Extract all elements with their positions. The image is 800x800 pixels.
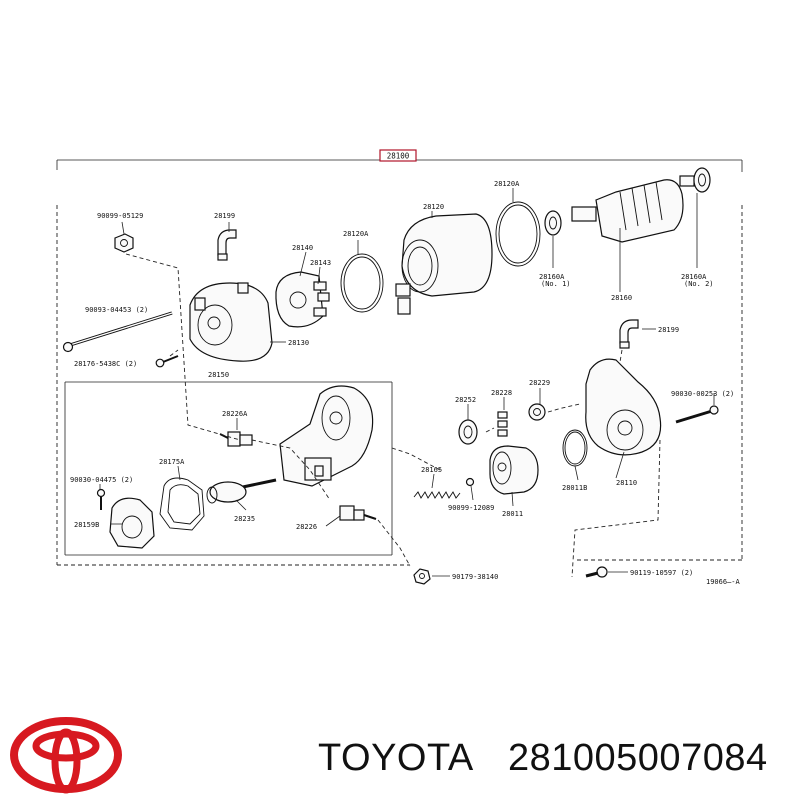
part-label: 28229	[529, 379, 550, 387]
part-label: 28199	[214, 212, 235, 220]
assembly-paths	[125, 253, 661, 578]
gasket-part	[159, 477, 205, 531]
hose-elbow-part	[217, 229, 237, 261]
part-label: 28011	[502, 510, 523, 518]
nut-part	[114, 233, 134, 253]
end-cover-part	[109, 497, 155, 549]
part-label: 90030-04475 (2)	[70, 476, 133, 484]
part-label: 28176-5438C (2)	[74, 360, 137, 368]
o-ring-part	[495, 201, 541, 267]
leader-lines	[99, 188, 715, 577]
part-label: 28175A	[159, 458, 185, 466]
part-label: 28160A	[539, 273, 565, 281]
part-label: 90030-00253 (2)	[671, 390, 734, 398]
part-label: (No. 2)	[684, 280, 714, 288]
part-label: 28252	[455, 396, 476, 404]
plunger-part	[206, 478, 277, 504]
assembly-number-box: 28100	[379, 149, 417, 162]
yoke-housing-part	[395, 213, 493, 315]
part-label: 28011B	[562, 484, 587, 492]
part-labels: 90099-05129 28199 28140 28143 28120A 281…	[70, 180, 741, 586]
gear-part	[458, 419, 478, 445]
commutator-end-frame-part	[189, 282, 273, 362]
part-label: (No. 1)	[541, 280, 571, 288]
part-label: 28199	[658, 326, 679, 334]
part-label: 28165	[421, 466, 442, 474]
hose-elbow-part	[619, 319, 639, 349]
nut-part	[413, 568, 431, 585]
part-label: 28150	[208, 371, 229, 379]
screw-part	[96, 488, 106, 510]
drive-housing-part	[585, 358, 662, 456]
o-ring-part	[562, 429, 588, 467]
brush-holder-part	[275, 271, 330, 328]
part-label: 28143	[310, 259, 331, 267]
bearing-part	[544, 210, 562, 236]
figure-code: 19066̶-A	[706, 578, 741, 586]
bearing-part	[693, 167, 711, 193]
screw-part	[155, 355, 179, 368]
part-label: 90119-10597 (2)	[630, 569, 693, 577]
part-label: 28120A	[343, 230, 369, 238]
terminal-part	[339, 505, 377, 521]
bolt-part	[585, 566, 608, 578]
assembly-number: 28100	[387, 152, 410, 161]
starter-clutch-part	[489, 445, 539, 495]
retainer-part	[528, 403, 546, 421]
spring-part	[413, 491, 461, 499]
through-bolt-part	[62, 311, 173, 353]
part-label: 90099-05129	[97, 212, 143, 220]
part-label: 28160	[611, 294, 632, 302]
subassembly-frame-28150	[64, 381, 393, 556]
part-label: 28130	[288, 339, 309, 347]
part-label: 28159B	[74, 521, 99, 529]
part-label: 90179-38140	[452, 573, 498, 581]
brand-name: TOYOTA	[318, 737, 474, 779]
part-label: 28140	[292, 244, 313, 252]
part-label: 28160A	[681, 273, 707, 281]
toyota-logo	[10, 717, 122, 794]
part-label: 28120A	[494, 180, 520, 188]
part-label: 28228	[491, 389, 512, 397]
roller-part	[497, 411, 508, 437]
ball-part	[465, 477, 475, 487]
o-ring-part	[340, 253, 384, 313]
part-label: 28226A	[222, 410, 248, 418]
armature-part	[571, 175, 695, 243]
part-number: 281005007084	[508, 737, 768, 779]
part-label: 90093-04453 (2)	[85, 306, 148, 314]
part-label: 28235	[234, 515, 255, 523]
magnetic-switch-part	[279, 385, 374, 487]
part-label: 28120	[423, 203, 444, 211]
bolt-part	[675, 405, 719, 424]
part-label: 28110	[616, 479, 637, 487]
part-label: 90099-12089	[448, 504, 494, 512]
part-label: 28226	[296, 523, 317, 531]
